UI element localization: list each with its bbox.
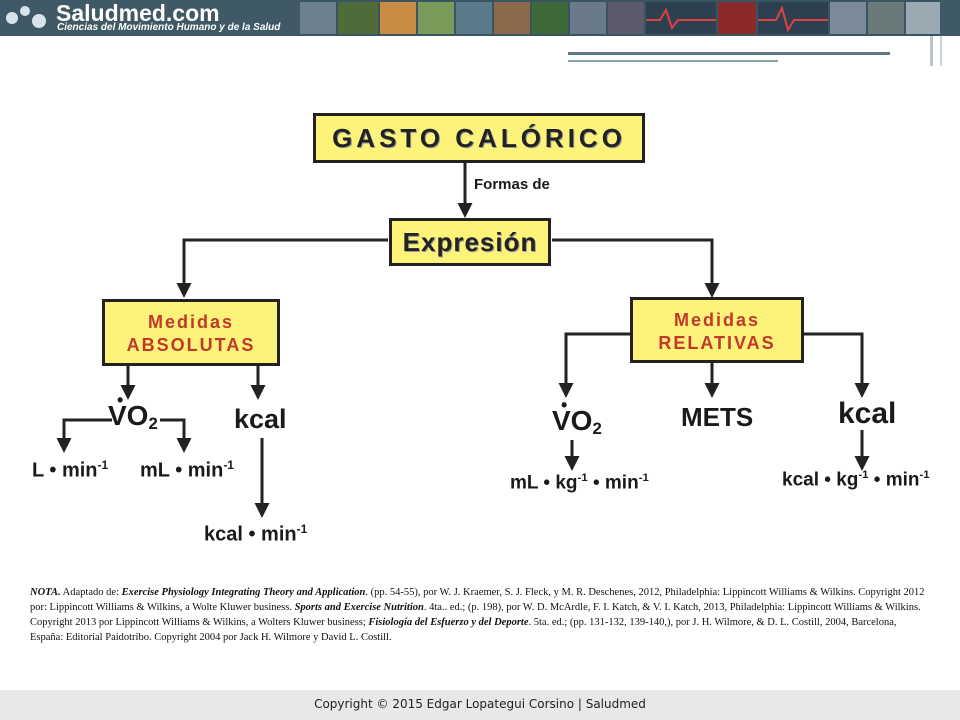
medidas-absolutas-line2: ABSOLUTAS: [126, 335, 256, 355]
vo2-dot: •: [117, 390, 124, 410]
brand-tagline: Ciencias del Movimiento Humano y de la S…: [57, 22, 281, 33]
site-header: Saludmed.com Ciencias del Movimiento Hum…: [0, 0, 960, 36]
ml-min-label: mL • min-1: [140, 458, 234, 482]
vo2-absolute-label: •VO2: [108, 390, 158, 433]
header-rule: [940, 36, 942, 66]
medidas-relativas-box: Medidas RELATIVAS: [630, 297, 804, 363]
header-rule: [568, 60, 778, 62]
diagram-connectors: [56, 163, 870, 518]
header-rule: [568, 52, 890, 55]
vo2-dot: •: [561, 395, 568, 415]
brand-name[interactable]: Saludmed.com: [56, 0, 220, 26]
footer-copyright: Copyright © 2015 Edgar Lopategui Corsino…: [314, 697, 646, 711]
expresion-box: Expresión: [389, 218, 551, 266]
header-rule: [930, 36, 933, 66]
reference-note: NOTA. Adaptado de: Exercise Physiology I…: [30, 587, 925, 643]
kcal-kg-min-label: kcal • kg-1 • min-1: [782, 469, 930, 491]
note-book-2: Sports and Exercise Nutrition: [294, 602, 424, 613]
ml-kg-min-label: mL • kg-1 • min-1: [510, 472, 649, 494]
medidas-relativas-line2: RELATIVAS: [658, 333, 776, 353]
header-photo-strip: [300, 0, 940, 36]
kcal-relative-label: kcal: [838, 397, 897, 430]
gasto-calorico-box: GASTO CALÓRICO: [313, 113, 645, 163]
note-book-1: Exercise Physiology Integrating Theory a…: [121, 587, 366, 598]
medidas-absolutas-line1: Medidas: [147, 312, 235, 332]
formas-de-label: Formas de: [474, 176, 550, 193]
footer: Copyright © 2015 Edgar Lopategui Corsino…: [0, 690, 960, 720]
note-lead: NOTA.: [30, 587, 61, 598]
kcal-absolute-label: kcal: [234, 404, 287, 434]
note-book-3: Fisiología del Esfuerzo y del Deporte: [368, 617, 529, 628]
vo2-relative-label: •VO2: [552, 395, 602, 438]
gasto-calorico-title: GASTO CALÓRICO: [332, 123, 626, 153]
mets-label: METS: [681, 402, 754, 432]
l-min-label: L • min-1: [32, 458, 109, 482]
expresion-title: Expresión: [402, 227, 538, 257]
medidas-absolutas-box: Medidas ABSOLUTAS: [102, 299, 280, 366]
kcal-min-label: kcal • min-1: [204, 522, 308, 546]
medidas-relativas-line1: Medidas: [673, 310, 761, 330]
